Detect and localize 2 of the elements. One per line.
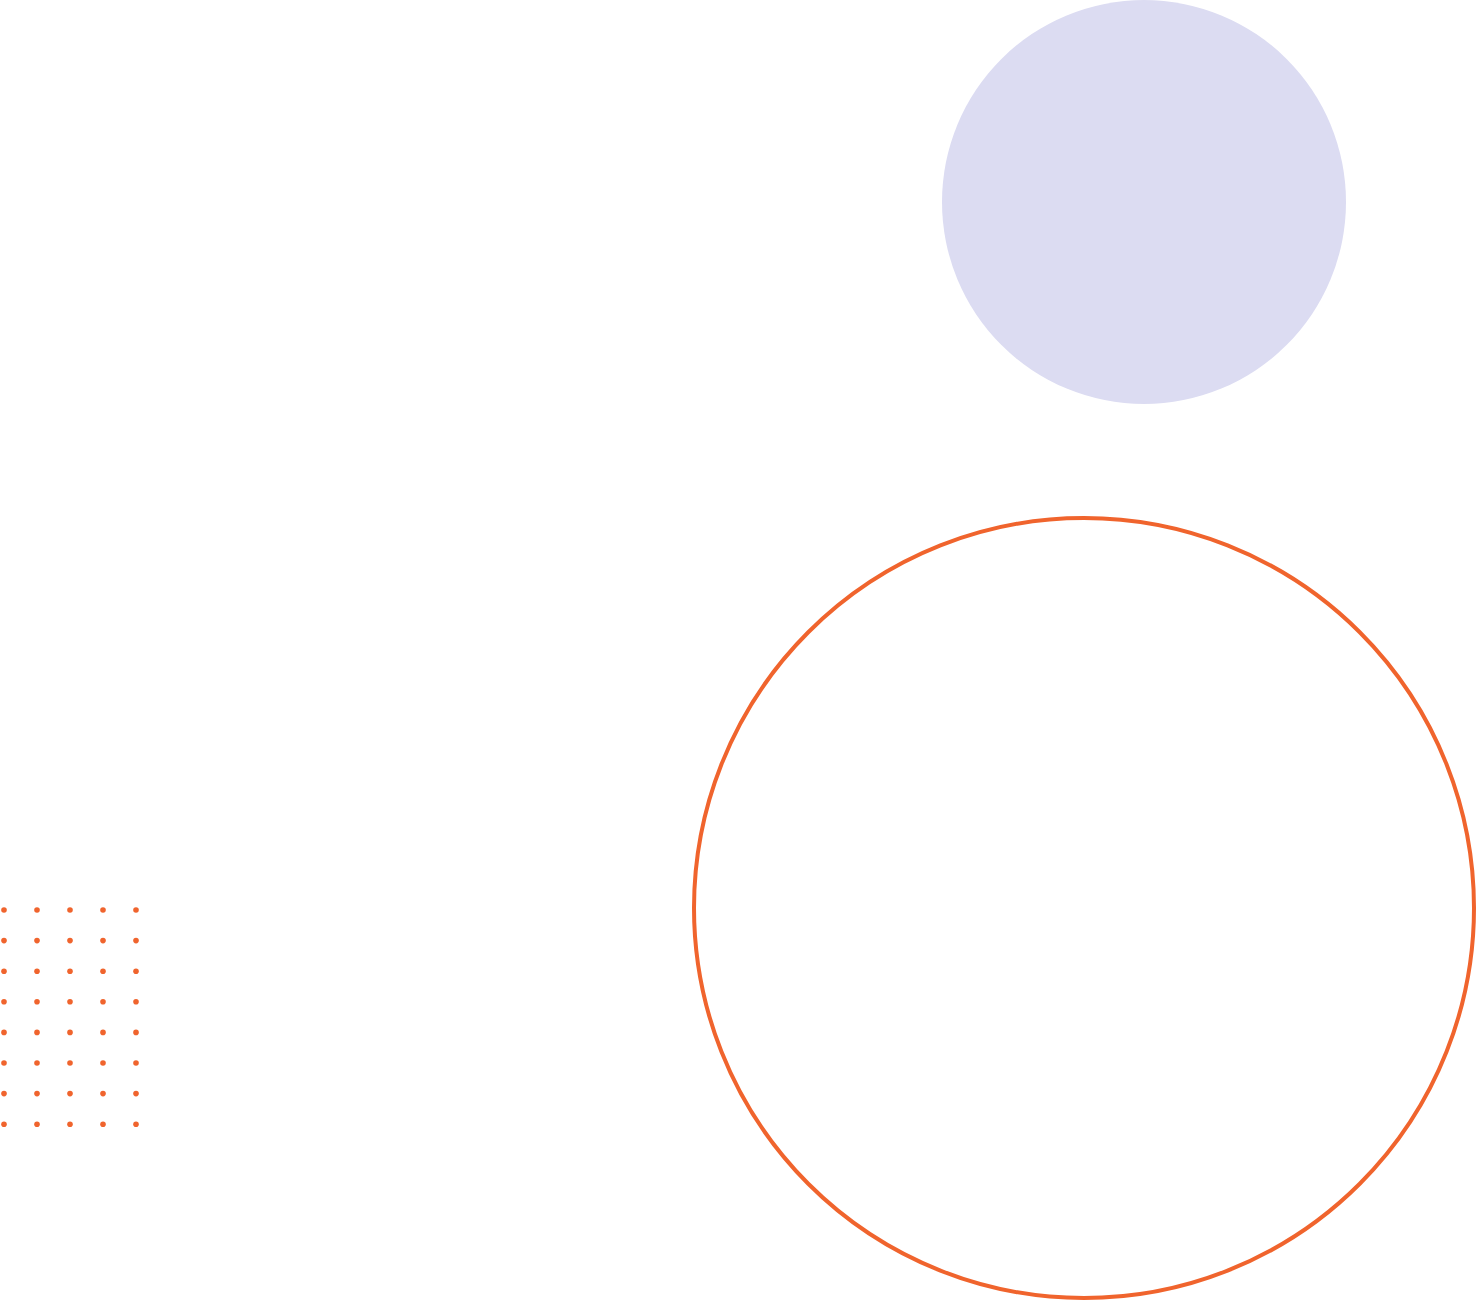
filled-circle	[938, 0, 1350, 408]
outlined-circle	[690, 514, 1476, 1300]
